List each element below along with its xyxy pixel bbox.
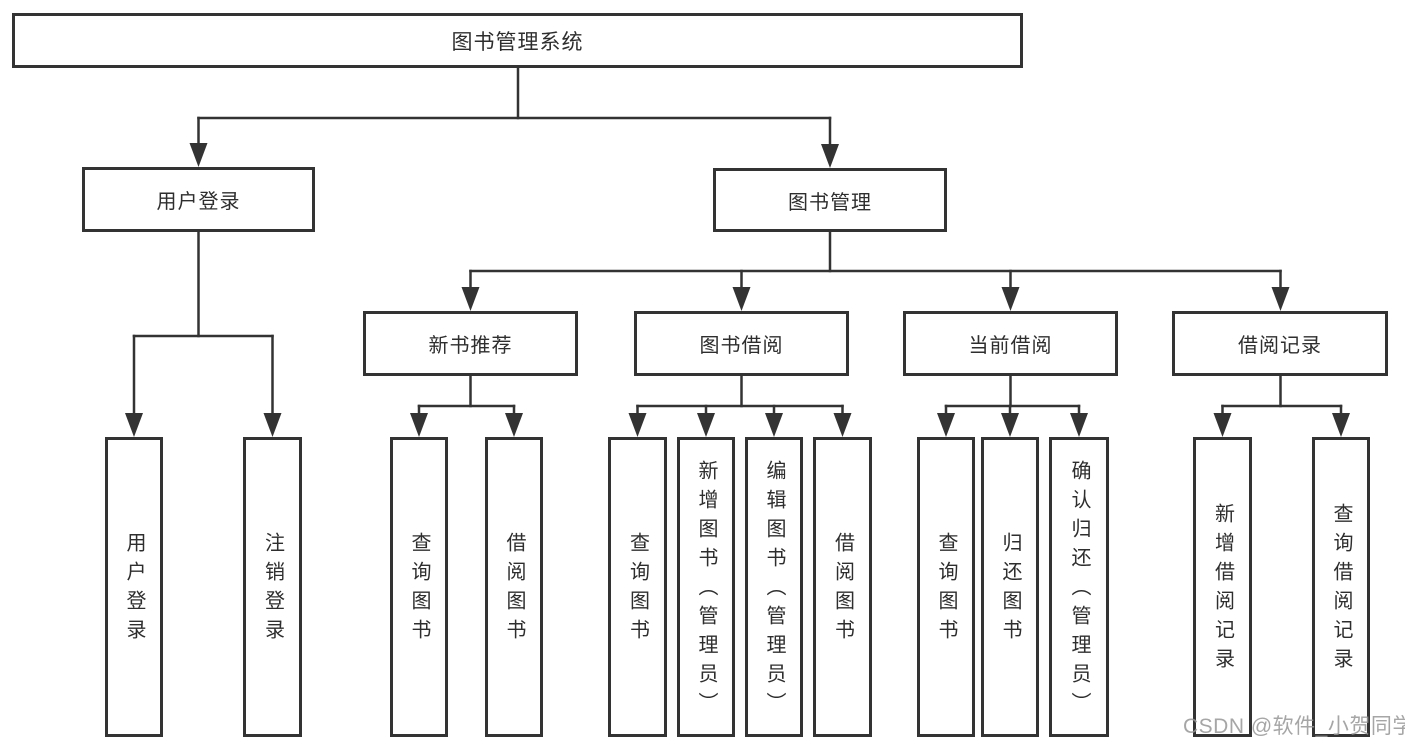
node-root-system: 图书管理系统 [12,13,1023,68]
node-logout: 注销登录 [243,437,302,737]
node-book-borrow: 图书借阅 [634,311,849,376]
node-do-user-login: 用户登录 [105,437,163,737]
node-borrow-records: 借阅记录 [1172,311,1388,376]
node-bb-query-books: 查询图书 [608,437,667,737]
node-bb-borrow-books: 借阅图书 [813,437,872,737]
node-br-add-record: 新增借阅记录 [1193,437,1252,737]
csdn-watermark: CSDN @软件_小贺同学 [1183,715,1405,738]
node-cb-query-books: 查询图书 [917,437,975,737]
node-cb-return-books: 归还图书 [981,437,1039,737]
node-current-borrow: 当前借阅 [903,311,1118,376]
node-br-query-record: 查询借阅记录 [1312,437,1370,737]
node-new-book-recommend: 新书推荐 [363,311,578,376]
node-bb-edit-books-admin: 编辑图书（管理员） [745,437,803,737]
node-nb-query-books: 查询图书 [390,437,448,737]
node-cb-confirm-return-admin: 确认归还（管理员） [1049,437,1109,737]
node-bb-add-books-admin: 新增图书（管理员） [677,437,735,737]
node-user-login: 用户登录 [82,167,315,232]
node-nb-borrow-books: 借阅图书 [485,437,543,737]
node-book-management: 图书管理 [713,168,947,232]
arrowheads [125,143,1350,437]
